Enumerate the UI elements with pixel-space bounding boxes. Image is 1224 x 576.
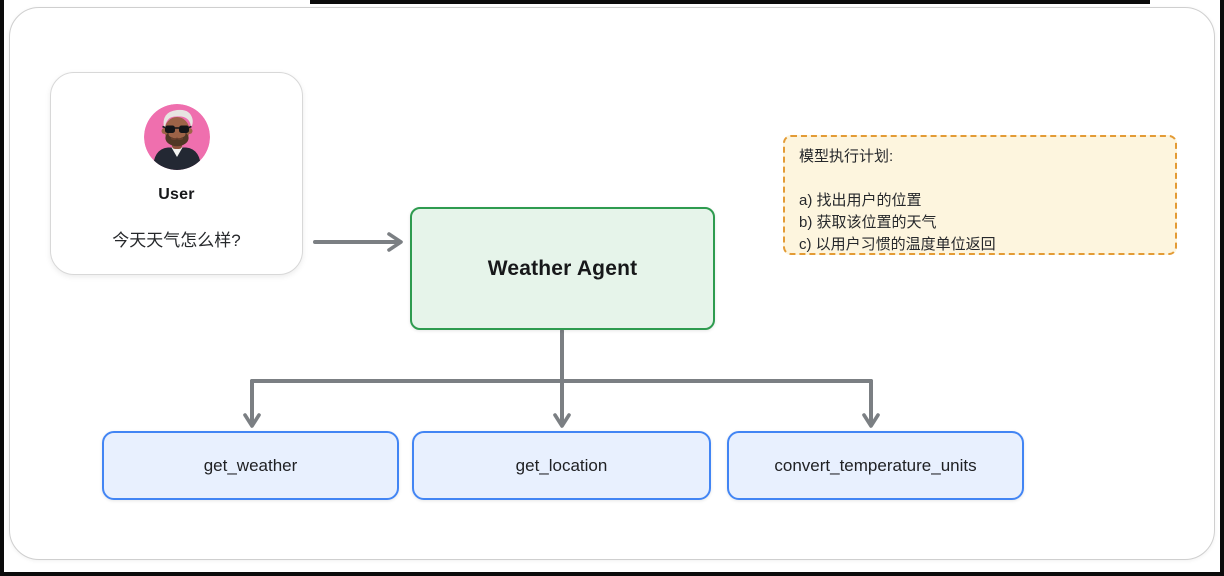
- tool-label: get_weather: [203, 455, 298, 475]
- plan-note-title: 模型执行计划:: [799, 148, 894, 165]
- plan-note-item: c) 以用户习惯的温度单位返回: [799, 236, 996, 253]
- weather-agent-node: Weather Agent: [410, 207, 715, 330]
- tool-label: convert_temperature_units: [774, 455, 977, 475]
- user-message: 今天天气怎么样?: [112, 231, 241, 250]
- plan-note-item: b) 获取该位置的天气: [799, 214, 937, 231]
- tool-node-get-weather: get_weather: [102, 431, 399, 500]
- user-avatar-icon: [143, 104, 210, 170]
- tool-label: get_location: [515, 455, 608, 475]
- plan-note-item: a) 找出用户的位置: [799, 192, 922, 209]
- weather-agent-label: Weather Agent: [487, 256, 638, 280]
- tool-node-get-location: get_location: [412, 431, 711, 500]
- plan-note: 模型执行计划: a) 找出用户的位置 b) 获取该位置的天气 c) 以用户习惯的…: [783, 135, 1177, 255]
- tool-node-convert-temperature-units: convert_temperature_units: [727, 431, 1024, 500]
- user-card: User 今天天气怎么样?: [50, 72, 303, 275]
- plan-note-spacer: [799, 168, 1161, 190]
- user-avatar: [143, 104, 210, 170]
- user-name-label: User: [158, 186, 195, 203]
